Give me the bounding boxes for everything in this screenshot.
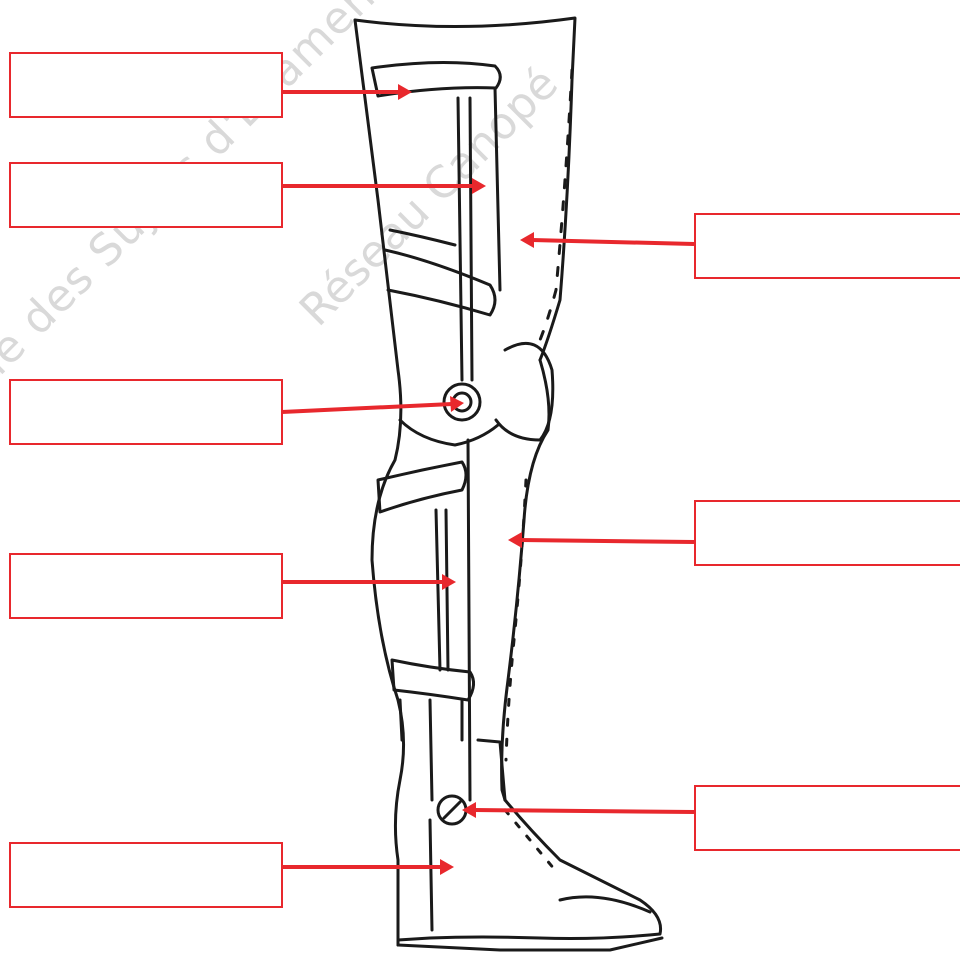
arrow-right-3: [474, 810, 694, 812]
shoe-upper: [398, 800, 661, 940]
thigh-strap: [385, 250, 495, 315]
thigh-upright-bar-2: [470, 98, 472, 380]
shoe-sole: [398, 938, 662, 950]
label-box-left-1[interactable]: [9, 52, 283, 118]
thigh-strap-2: [390, 230, 455, 245]
arrow-left-3: [282, 404, 452, 412]
label-box-left-3[interactable]: [9, 379, 283, 445]
calf-upright-outer: [468, 440, 470, 800]
calf-upright-bar: [436, 510, 440, 670]
distal-band: [392, 660, 474, 700]
label-box-right-2[interactable]: [694, 500, 960, 566]
label-box-right-1[interactable]: [694, 213, 960, 279]
leg-outline-right: [502, 360, 549, 800]
label-box-left-5[interactable]: [9, 842, 283, 908]
shoe-lacing: [505, 810, 555, 870]
arrow-right-1: [532, 240, 694, 244]
knee-pad: [496, 343, 553, 440]
arrow-right-2: [520, 540, 694, 542]
calf-lacing: [506, 480, 526, 760]
label-box-left-2[interactable]: [9, 162, 283, 228]
thigh-upright-bar: [458, 98, 462, 380]
label-box-left-4[interactable]: [9, 553, 283, 619]
thigh-upright-outer: [495, 88, 500, 290]
calf-upright-bar-2: [446, 510, 448, 670]
label-box-right-3[interactable]: [694, 785, 960, 851]
